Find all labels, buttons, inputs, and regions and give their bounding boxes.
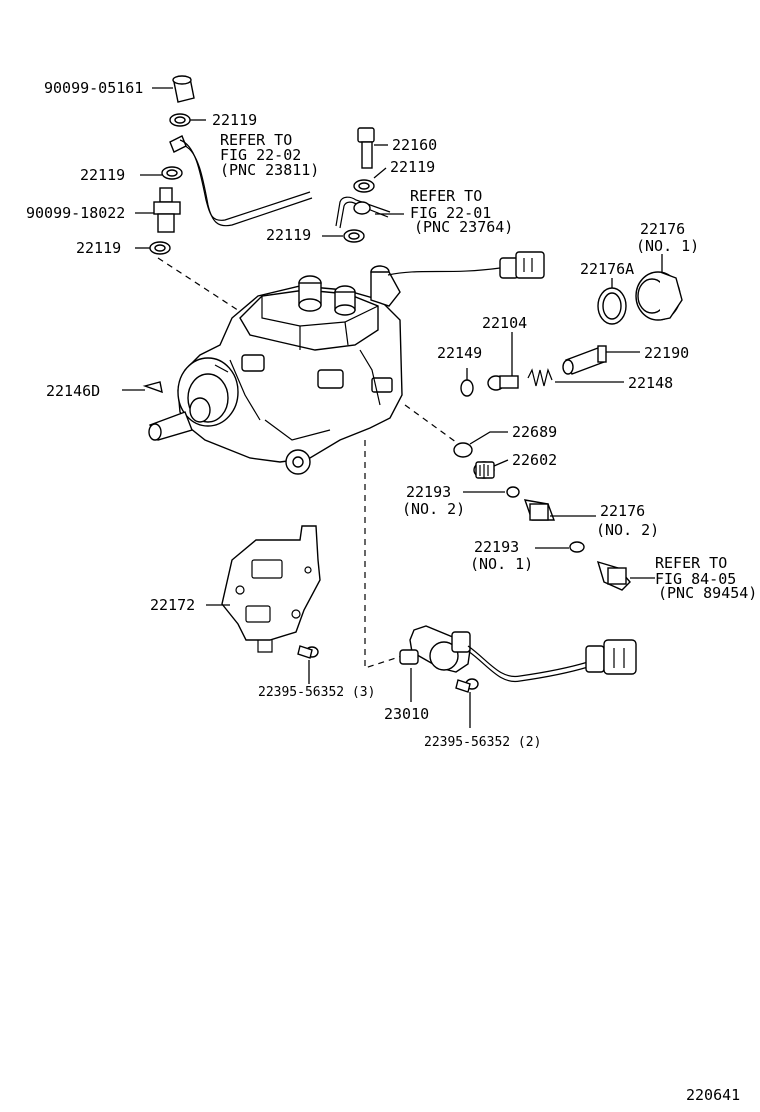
label-22176-no2: 22176: [600, 502, 645, 520]
label-22148: 22148: [628, 374, 673, 392]
plug-22176-no2: [523, 499, 596, 521]
label-22176A: 22176A: [580, 260, 634, 278]
bolt-90099-18022: [135, 187, 181, 233]
label-22119-e: 22119: [266, 226, 311, 244]
sensor-84-05: [596, 560, 655, 591]
label-22104: 22104: [482, 314, 527, 332]
washer-22119-c: [135, 241, 171, 255]
fuel-pipe-22-01: [335, 196, 404, 229]
injection-pump-body: [148, 265, 501, 475]
label-22176-no1: 22176: [640, 220, 685, 238]
label-22193-no1: 22193: [474, 538, 519, 556]
label-22602: 22602: [512, 451, 557, 469]
filter-22602: [473, 459, 509, 479]
label-22395-56352-3: 22395-56352 (3): [258, 685, 375, 700]
label-23010: 23010: [384, 705, 429, 723]
label-22149: 22149: [437, 344, 482, 362]
label-22176-no2-note: (NO. 2): [596, 521, 659, 539]
refer-b-line1: REFER TO: [410, 187, 482, 205]
label-22172: 22172: [150, 596, 195, 614]
label-22193-no1-note: (NO. 1): [470, 555, 533, 573]
label-90099-18022: 90099-18022: [26, 204, 125, 222]
label-22193-no2-note: (NO. 2): [402, 500, 465, 518]
refer-a-line3: (PNC 23811): [220, 161, 319, 179]
plug-22176-no1: [635, 254, 683, 321]
washer-22119-e: [322, 229, 365, 243]
gasket-22172: [206, 525, 321, 653]
spring-22148: [527, 368, 624, 387]
refer-a-line2: FIG 22-02: [220, 146, 301, 164]
label-22395-56352-2: 22395-56352 (2): [424, 735, 541, 750]
refer-b-line2: FIG 22-01: [410, 204, 491, 222]
refer-c-line2: FIG 84-05: [655, 570, 736, 588]
label-22119-b: 22119: [80, 166, 125, 184]
bolt-22395-3: [297, 645, 319, 684]
refer-c-line1: REFER TO: [655, 554, 727, 572]
label-22146D: 22146D: [46, 382, 100, 400]
washer-22119-d: [353, 167, 387, 193]
refer-b-line3: (PNC 23764): [414, 218, 513, 236]
washer-22149: [460, 368, 474, 397]
oring-22193-no2: [463, 486, 520, 498]
fuel-pipe-22-02: [169, 135, 313, 227]
label-22160: 22160: [392, 136, 437, 154]
bolt-22395-2: [455, 678, 479, 728]
bolt-22160: [357, 127, 388, 169]
washer-22119-a: [169, 113, 206, 127]
sensor-23010: [399, 625, 637, 702]
label-22689: 22689: [512, 423, 557, 441]
oring-22689: [453, 431, 508, 458]
oring-22176A: [597, 278, 627, 325]
key-22146D: [122, 381, 163, 394]
label-22193-no2: 22193: [406, 483, 451, 501]
label-22119-c: 22119: [76, 239, 121, 257]
label-22190: 22190: [644, 344, 689, 362]
screw-22104: [487, 332, 519, 391]
label-90099-05161: 90099-05161: [44, 79, 143, 97]
label-22119-d: 22119: [390, 158, 435, 176]
label-22119-a: 22119: [212, 111, 257, 129]
refer-a-line1: REFER TO: [220, 131, 292, 149]
assembly-dashed-lines: [157, 257, 461, 669]
refer-c-line3: (PNC 89454): [658, 584, 757, 602]
label-22176-no1-note: (NO. 1): [636, 237, 699, 255]
washer-22119-b: [140, 166, 183, 180]
cap-90099-05161: [152, 75, 195, 103]
sensor-22190: [562, 345, 640, 375]
figure-number: 220641: [686, 1086, 740, 1104]
solenoid-connector: [499, 251, 545, 279]
part-labels: 90099-05161 22119 REFER TO FIG 22-02 (PN…: [26, 79, 757, 1104]
oring-22193-no1: [535, 541, 585, 553]
